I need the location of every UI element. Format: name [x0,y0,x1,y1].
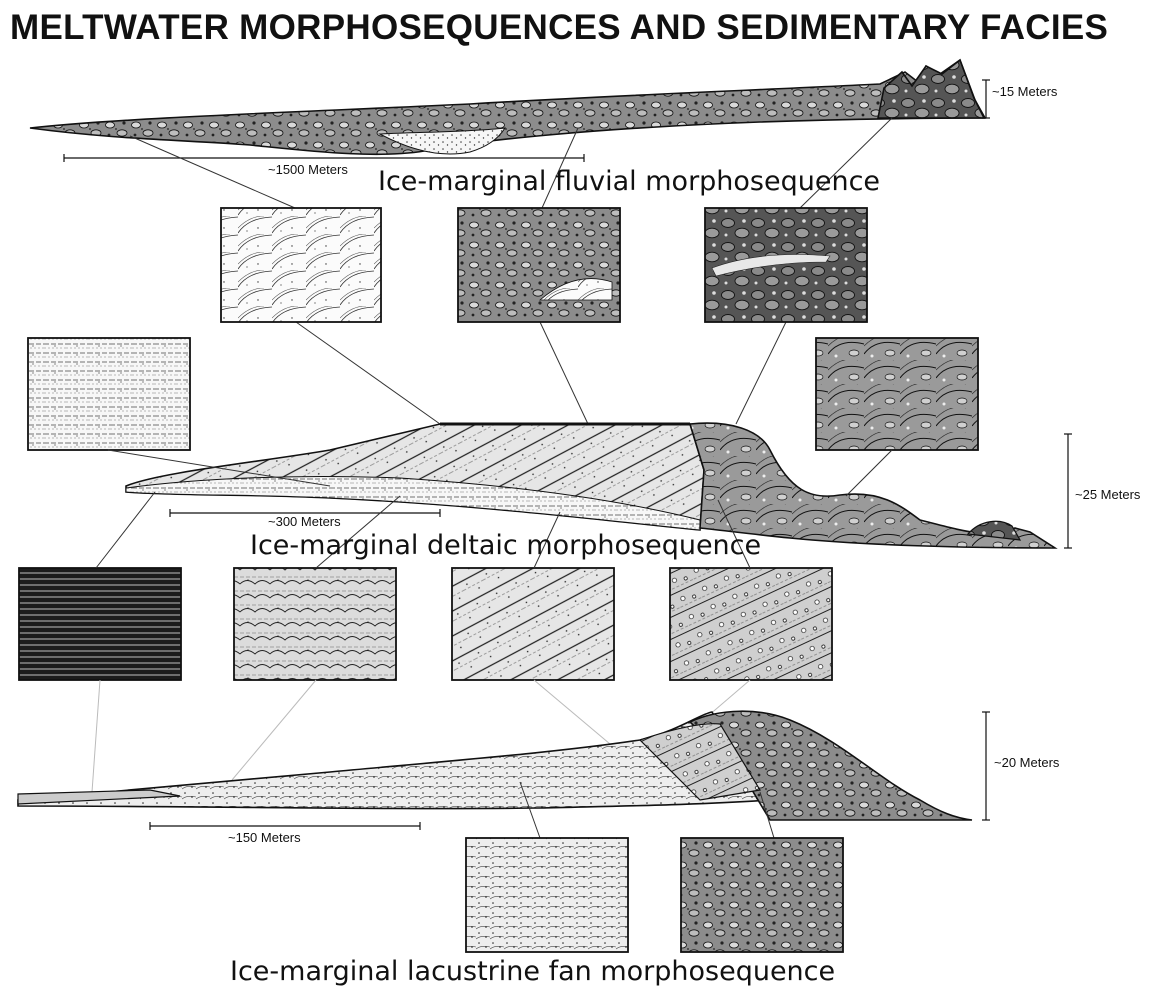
fluvial-vertical-scale-label: ~15 Meters [992,84,1057,99]
fluvial-gravel-body [30,60,985,154]
fluvial-profile [30,60,990,162]
fan-horizontal-scale-label: ~150 Meters [228,830,301,845]
deltaic-rhythmite-panel [19,568,181,680]
fan-sand-panel [466,838,628,952]
deltaic-vertical-scale-label: ~25 Meters [1075,487,1140,502]
fluvial-facies-panels [221,208,867,322]
fluvial-sand-panel [221,208,381,322]
deltaic-caption: Ice-marginal deltaic morphosequence [250,530,761,561]
deltaic-laminated-sand-panel [28,338,190,450]
deltaic-rippled-sand-panel [234,568,396,680]
fluvial-dark-ridge [878,60,984,118]
fan-gravel-panel [681,838,843,952]
fluvial-caption: Ice-marginal fluvial morphosequence [378,166,880,197]
fluvial-horizontal-scale-label: ~1500 Meters [268,162,348,177]
fluvial-gravel-panel [458,208,620,322]
fan-caption: Ice-marginal lacustrine fan morphosequen… [230,956,835,987]
deltaic-foreset-panel [452,568,614,680]
page-title: MELTWATER MORPHOSEQUENCES AND SEDIMENTAR… [10,8,1150,48]
deltaic-contact-gravel-panel [816,338,978,450]
fan-vertical-scale-label: ~20 Meters [994,755,1059,770]
deltaic-gravel-foreset-panel [670,568,832,680]
fan-facies-panels [466,838,843,952]
deltaic-horizontal-scale-label: ~300 Meters [268,514,341,529]
fan-profile [18,711,990,830]
